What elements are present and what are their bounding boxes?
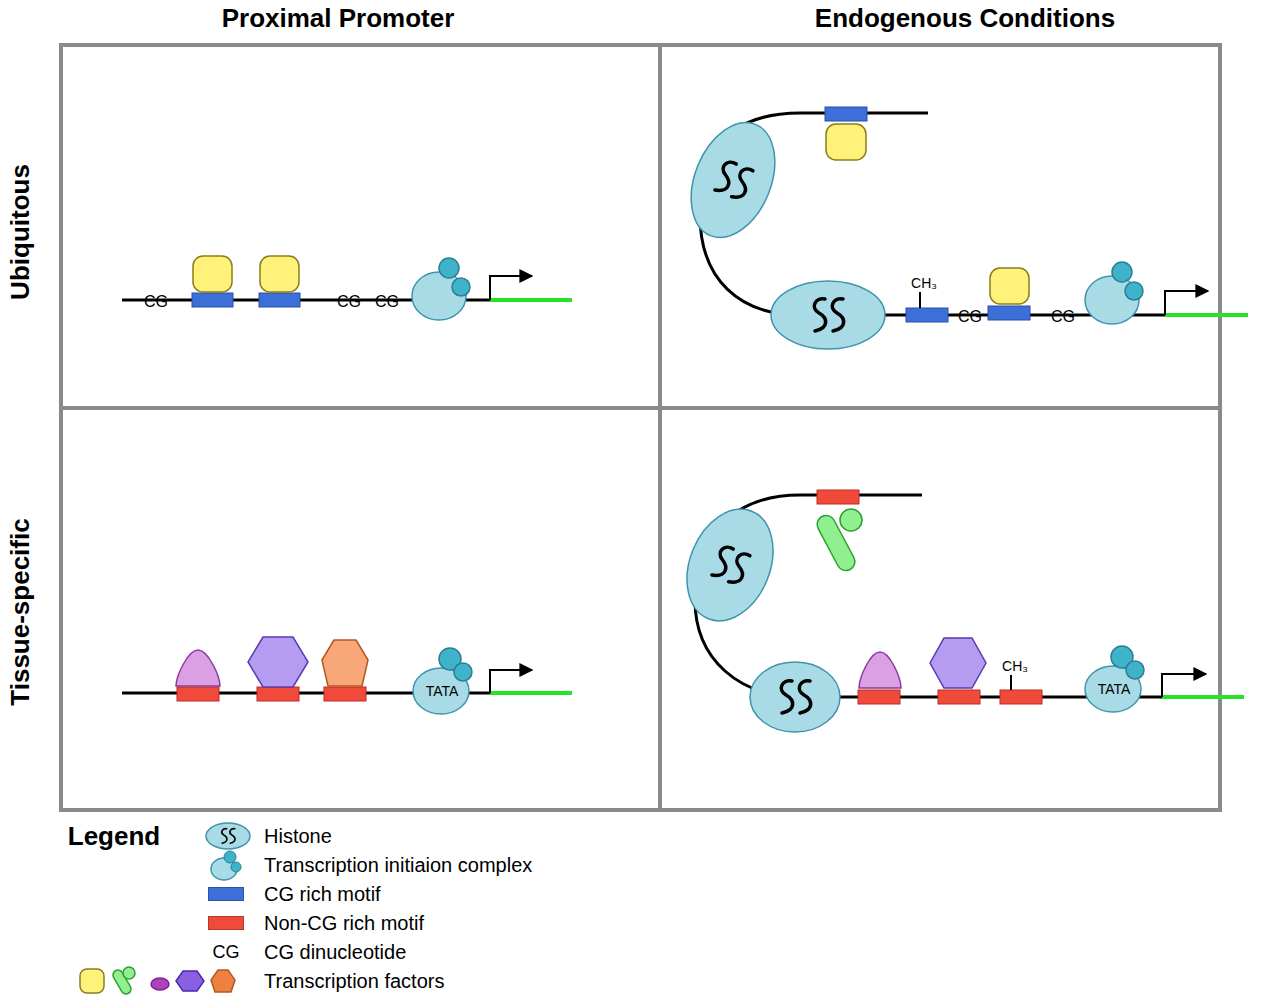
legend-swatch [208, 887, 244, 901]
cg-dinucleotide: CG [375, 294, 399, 310]
legend-histone-icon [206, 823, 250, 849]
non-cg-motif [817, 490, 859, 504]
initiation-complex [1125, 282, 1143, 300]
cg-dinucleotide: CG [337, 294, 361, 310]
cg-dinucleotide: CG [958, 309, 982, 325]
row-header: Ubiquitous [7, 164, 33, 300]
histone-symbol [714, 160, 753, 201]
column-header: Proximal Promoter [222, 5, 455, 31]
non-cg-motif [324, 687, 366, 701]
cg-rich-motif [192, 293, 233, 307]
transcription-factor [193, 256, 232, 292]
histone [750, 662, 840, 732]
histone [675, 110, 790, 250]
row-header: Tissue-specific [7, 518, 33, 705]
legend-factor-icon [80, 969, 104, 993]
tata-box: TATA [1084, 682, 1144, 696]
tss-arrow [1165, 291, 1208, 315]
complex-subunit [1126, 661, 1144, 679]
methyl-group: CH₃ [1002, 659, 1028, 673]
transcription-factor [990, 268, 1029, 304]
cg-dinucleotide: CG [1051, 309, 1075, 325]
legend-cg-sample: CG [213, 943, 240, 961]
complex-subunit [454, 663, 472, 681]
cg-rich-motif [906, 308, 948, 322]
histone [671, 496, 789, 634]
legend-factor-icon [123, 967, 135, 979]
transcription-factor [248, 637, 308, 687]
gene-body [490, 691, 572, 695]
complex-outline [1084, 642, 1144, 712]
histone [771, 281, 885, 349]
non-cg-motif [177, 687, 219, 701]
gene-body [1162, 695, 1244, 699]
complex-outline [412, 644, 472, 714]
methyl-tick [919, 292, 921, 308]
transcription-factor [260, 256, 299, 292]
legend-complex-icon [224, 851, 236, 863]
transcription-factor [859, 652, 901, 688]
tss-arrow [490, 670, 532, 693]
histone-symbol [814, 299, 843, 331]
cg-rich-motif [988, 306, 1030, 320]
legend-complex-icon [231, 862, 241, 872]
grid-divider [61, 406, 1220, 410]
initiation-complex: TATA [1084, 642, 1144, 712]
grid-frame [61, 45, 1220, 810]
transcription-factor [840, 509, 862, 531]
cg-rich-motif [825, 107, 867, 121]
histone-symbol [781, 681, 810, 713]
transcription-factor [930, 638, 986, 688]
legend-label: Transcription initiaion complex [264, 855, 532, 875]
initiation-complex [1112, 262, 1132, 282]
histone-symbol [711, 545, 750, 586]
legend-label: Non-CG rich motif [264, 913, 424, 933]
non-cg-motif [1000, 690, 1042, 704]
initiation-complex [439, 258, 459, 278]
legend-factor-icon [211, 970, 235, 992]
grid-divider [658, 45, 662, 810]
methyl-tick [1010, 675, 1012, 690]
legend-histone-icon [222, 829, 235, 844]
gene-body [1165, 313, 1248, 317]
tata-box: TATA [412, 684, 472, 698]
legend-factor-icon [176, 971, 204, 991]
legend-label: Transcription factors [264, 971, 444, 991]
non-cg-motif [938, 690, 980, 704]
non-cg-motif [257, 687, 299, 701]
gene-body [490, 298, 572, 302]
legend-title: Legend [68, 823, 160, 849]
legend-factor-icon [151, 978, 169, 990]
cg-rich-motif [259, 293, 300, 307]
legend-label: CG rich motif [264, 884, 381, 904]
initiation-complex [452, 278, 470, 296]
legend-swatch [208, 916, 244, 930]
tss-arrow [1162, 674, 1206, 697]
tss-arrow [490, 276, 532, 300]
initiation-complex: TATA [412, 644, 472, 714]
cg-dinucleotide: CG [144, 294, 168, 310]
transcription-factor [322, 640, 368, 686]
legend-label: Histone [264, 826, 332, 846]
column-header: Endogenous Conditions [815, 5, 1115, 31]
non-cg-motif [858, 690, 900, 704]
methyl-group: CH₃ [911, 276, 937, 290]
transcription-factor [826, 124, 866, 160]
transcription-factor [176, 650, 220, 686]
legend-label: CG dinucleotide [264, 942, 406, 962]
